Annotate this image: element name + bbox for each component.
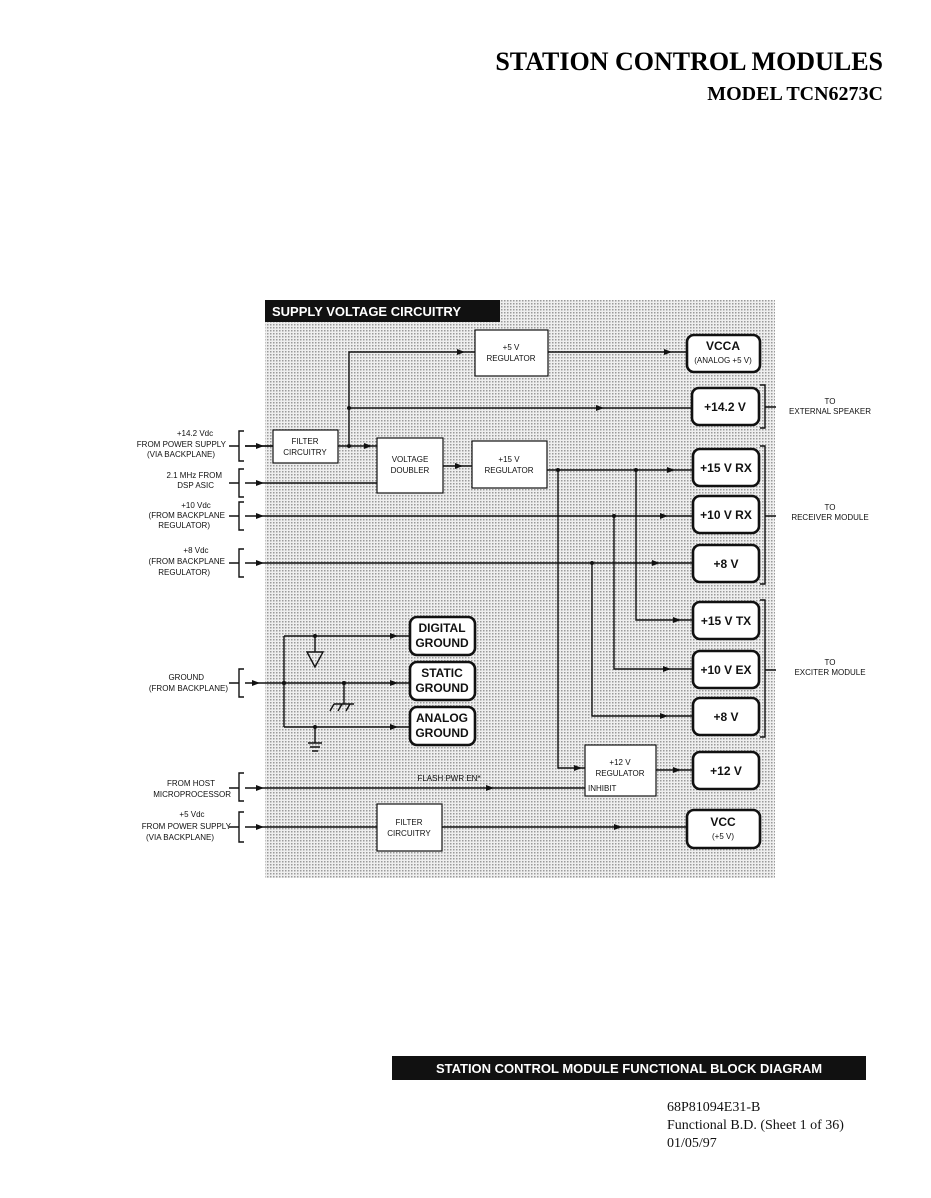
8v-rx-output: +8 V [691, 543, 761, 584]
model-number: MODEL TCN6273C [707, 83, 883, 105]
input-brackets [229, 430, 244, 843]
input-label: FROM POWER SUPPLY [137, 440, 227, 449]
input-label: (FROM BACKPLANE [149, 511, 225, 520]
diagram-panel [265, 300, 775, 878]
digital-ground-output: DIGITAL GROUND [408, 615, 477, 657]
output-label: GROUND [415, 636, 469, 650]
15v-tx-output: +15 V TX [691, 600, 761, 641]
output-label: +15 V RX [700, 461, 752, 475]
output-sublabel: (+5 V) [712, 832, 734, 841]
block-label: +12 V [609, 758, 631, 767]
block-label: +5 V [503, 343, 520, 352]
input-label: +5 Vdc [179, 810, 204, 819]
input-label: +14.2 Vdc [177, 429, 213, 438]
flash-pwr-en-label: FLASH PWR EN* [417, 774, 480, 783]
output-label: +8 V [713, 710, 738, 724]
output-label: STATIC [421, 666, 463, 680]
block-label: REGULATOR [486, 354, 535, 363]
analog-ground-output: ANALOG GROUND [408, 705, 477, 747]
input-label: DSP ASIC [177, 481, 214, 490]
block-label: DOUBLER [391, 466, 430, 475]
block-label: REGULATOR [595, 769, 644, 778]
destination-label: TO [825, 397, 836, 406]
output-label: GROUND [415, 726, 469, 740]
output-label: +12 V [710, 764, 742, 778]
5v-regulator-block: +5 V REGULATOR [474, 329, 549, 377]
output-label: ANALOG [416, 711, 468, 725]
digital-ground-symbol-icon [305, 636, 325, 669]
input-label: FROM POWER SUPPLY [142, 822, 232, 831]
block-label: FILTER [396, 818, 423, 827]
voltage-doubler-block: VOLTAGE DOUBLER [376, 437, 444, 494]
block-label: CIRCUITRY [387, 829, 431, 838]
input-label: FROM HOST [167, 779, 215, 788]
input-label: 2.1 MHz FROM [166, 471, 222, 480]
chassis-ground-symbol-icon [329, 683, 354, 712]
8v-ex-output: +8 V [691, 696, 761, 737]
input-label: REGULATOR) [158, 521, 210, 530]
15v-regulator-block: +15 V REGULATOR [471, 440, 548, 489]
output-label: +10 V EX [700, 663, 751, 677]
block-label: VOLTAGE [392, 455, 429, 464]
filter-circuitry-5v-block: FILTER CIRCUITRY [376, 803, 443, 852]
destination-label: TO [825, 658, 836, 667]
wires [245, 349, 693, 830]
output-label: +8 V [713, 557, 738, 571]
12v-output: +12 V [691, 750, 761, 791]
destination-label: EXTERNAL SPEAKER [789, 407, 871, 416]
10v-rx-output: +10 V RX [691, 494, 761, 535]
doc-number: 68P81094E31-B [667, 1100, 760, 1115]
vcca-output: VCCA (ANALOG +5 V) [685, 333, 762, 374]
input-label: (FROM BACKPLANE [149, 557, 225, 566]
input-labels: +14.2 Vdc FROM POWER SUPPLY (VIA BACKPLA… [137, 429, 232, 842]
caption-bar [392, 1056, 866, 1080]
inhibit-label: INHIBIT [588, 784, 617, 793]
doc-date: 01/05/97 [667, 1136, 717, 1151]
output-label: +14.2 V [704, 400, 746, 414]
output-label: +10 V RX [700, 508, 752, 522]
block-label: CIRCUITRY [283, 448, 327, 457]
section-title: SUPPLY VOLTAGE CIRCUITRY [272, 304, 461, 319]
input-label: +8 Vdc [183, 546, 208, 555]
output-label: VCCA [706, 339, 740, 353]
destination-label: RECEIVER MODULE [791, 513, 868, 522]
input-label: REGULATOR) [158, 568, 210, 577]
filter-circuitry-block: FILTER CIRCUITRY [272, 429, 339, 464]
output-brackets [760, 384, 776, 738]
input-label: GROUND [168, 673, 204, 682]
input-label: (FROM BACKPLANE) [149, 684, 228, 693]
12v-regulator-block: +12 V REGULATOR INHIBIT [584, 744, 657, 797]
earth-ground-symbol-icon [308, 727, 322, 752]
14-2v-output: +14.2 V [690, 386, 761, 427]
block-label: FILTER [292, 437, 319, 446]
10v-ex-output: +10 V EX [691, 649, 761, 690]
destination-label: TO [825, 503, 836, 512]
output-label: DIGITAL [418, 621, 465, 635]
output-label: GROUND [415, 681, 469, 695]
static-ground-output: STATIC GROUND [408, 660, 477, 702]
sheet-info: Functional B.D. (Sheet 1 of 36) [667, 1118, 844, 1133]
section-title-bar [265, 300, 500, 322]
input-label: +10 Vdc [181, 501, 211, 510]
block-label: +15 V [498, 455, 520, 464]
block-label: REGULATOR [484, 466, 533, 475]
page-title: STATION CONTROL MODULES [495, 47, 883, 76]
output-label: VCC [710, 815, 736, 829]
input-label: (VIA BACKPLANE) [146, 833, 214, 842]
output-label: +15 V TX [701, 614, 751, 628]
vcc-output: VCC (+5 V) [685, 808, 762, 850]
destination-label: EXCITER MODULE [794, 668, 865, 677]
input-label: (VIA BACKPLANE) [147, 450, 215, 459]
input-label: MICROPROCESSOR [153, 790, 231, 799]
figure-caption: STATION CONTROL MODULE FUNCTIONAL BLOCK … [436, 1061, 822, 1076]
output-sublabel: (ANALOG +5 V) [694, 356, 752, 365]
15v-rx-output: +15 V RX [691, 447, 761, 488]
